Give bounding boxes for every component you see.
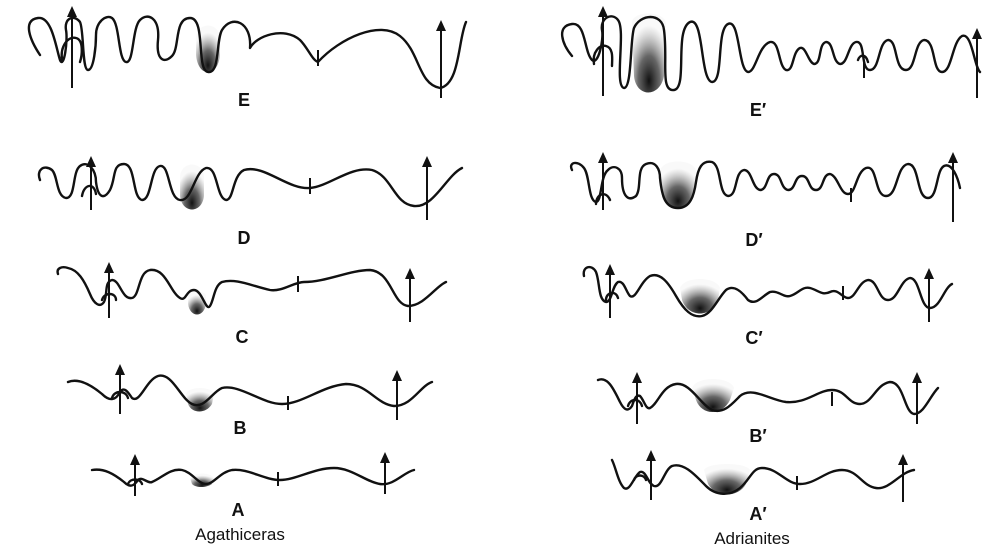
dorsal-arrow-icon <box>972 28 982 39</box>
suture-line <box>598 379 938 414</box>
adrianites-column: E′ D′ C′ <box>562 6 982 548</box>
suture-line <box>68 376 432 406</box>
dorsal-arrow-icon <box>422 156 432 167</box>
ventral-arrow-icon <box>632 372 642 383</box>
dorsal-arrow-icon <box>392 370 402 381</box>
suture-stage-c: C <box>58 262 446 347</box>
ventral-arrow-icon <box>605 264 615 275</box>
suture-stage-e: E <box>29 6 466 110</box>
dorsal-arrow-icon <box>924 268 934 279</box>
suture-line <box>29 17 466 88</box>
suture-line <box>584 267 952 316</box>
stage-label: B′ <box>749 426 766 446</box>
suture-line <box>612 460 914 494</box>
suture-stage-a-prime: A′ <box>612 450 914 524</box>
ventral-arrow-icon <box>598 152 608 163</box>
stage-label: B <box>234 418 247 438</box>
genus-name-left: Agathiceras <box>195 525 285 544</box>
dorsal-arrow-icon <box>436 20 446 31</box>
suture-line <box>39 164 462 206</box>
suture-stage-d: D <box>39 156 462 248</box>
stage-label: D′ <box>745 230 762 250</box>
siphonal-saddle <box>82 186 96 196</box>
suture-stage-b: B <box>68 364 432 438</box>
dorsal-arrow-icon <box>405 268 415 279</box>
suture-stage-b-prime: B′ <box>598 372 938 446</box>
genus-name-right: Adrianites <box>714 529 790 548</box>
suture-stage-e-prime: E′ <box>562 6 982 120</box>
ventral-arrow-icon <box>598 6 608 17</box>
siphonal-saddle <box>634 476 646 481</box>
shaded-lateral-lobe <box>188 292 206 315</box>
agathiceras-column: E D C <box>29 6 466 544</box>
dorsal-arrow-icon <box>912 372 922 383</box>
suture-stage-d-prime: D′ <box>571 152 960 250</box>
suture-stage-a: A <box>92 452 414 520</box>
stage-label: D <box>238 228 251 248</box>
stage-label: C <box>236 327 249 347</box>
stage-label: C′ <box>745 328 762 348</box>
shaded-lateral-lobe <box>186 388 214 412</box>
ventral-arrow-icon <box>67 6 77 17</box>
stage-label: A′ <box>749 504 766 524</box>
suture-line <box>571 162 960 208</box>
stage-label: A <box>232 500 245 520</box>
ventral-arrow-icon <box>104 262 114 273</box>
stage-label: E′ <box>750 100 766 120</box>
ventral-arrow-icon <box>130 454 140 465</box>
stage-label: E <box>238 90 250 110</box>
dorsal-arrow-icon <box>898 454 908 465</box>
suture-line <box>562 16 980 90</box>
suture-stage-c-prime: C′ <box>584 264 952 348</box>
dorsal-arrow-icon <box>380 452 390 463</box>
ventral-arrow-icon <box>86 156 96 167</box>
siphonal-saddle <box>628 400 642 406</box>
shaded-lateral-lobe <box>632 14 666 93</box>
ventral-arrow-icon <box>646 450 656 461</box>
ventral-arrow-icon <box>115 364 125 375</box>
dorsal-arrow-icon <box>948 152 958 163</box>
